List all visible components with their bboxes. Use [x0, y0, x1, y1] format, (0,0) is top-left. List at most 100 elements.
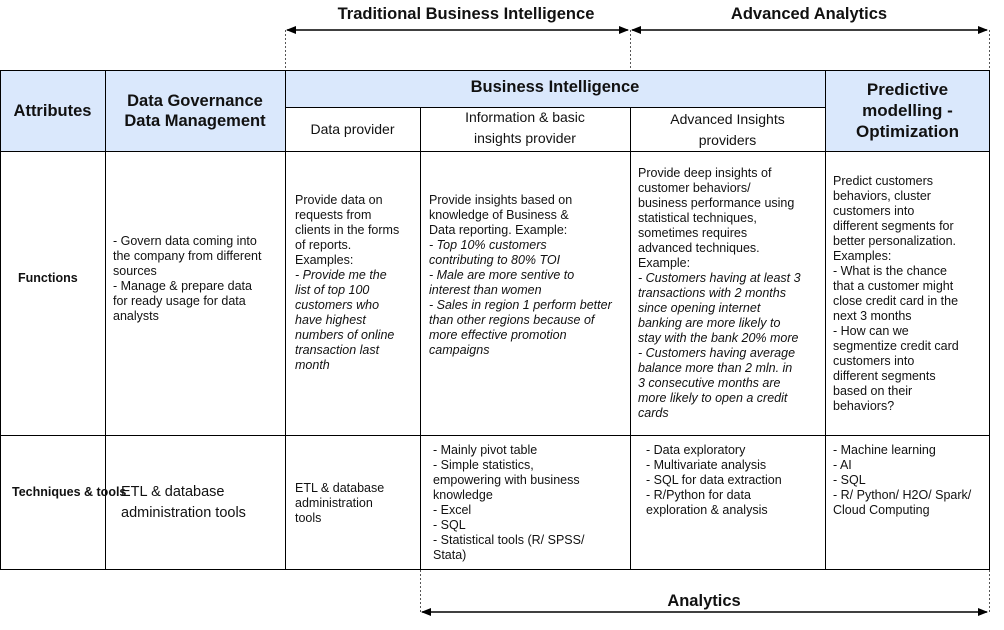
cell-line: - Sales in region 1 perform better — [429, 298, 612, 312]
cell-line: ETL & database — [295, 481, 385, 495]
cell-line: Examples: — [833, 249, 892, 263]
cell-line: - SQL — [433, 518, 466, 532]
cell-line: advanced techniques. — [638, 241, 760, 255]
dashed-guides — [285, 30, 990, 612]
cell-line: customer behaviors/ — [638, 181, 751, 195]
cell-line: - Customers having at least 3 — [638, 271, 801, 285]
data-provider-header: Data provider — [310, 120, 395, 137]
advanced-providers-header: Advanced Insights providers — [670, 111, 785, 148]
cell-line: knowledge — [433, 488, 493, 502]
cell-line: cards — [638, 406, 669, 420]
cell-line: for ready usage for data — [113, 294, 246, 308]
cell-line: - Multivariate analysis — [646, 458, 767, 472]
cell-line: Provide data on — [295, 193, 383, 207]
cell-line: - Customers having average — [638, 346, 796, 360]
cell-line: Provide deep insights of — [638, 166, 772, 180]
cell-line: have highest — [295, 313, 366, 327]
cell-line: - SQL — [833, 473, 866, 487]
cell-line: business performance using — [638, 196, 795, 210]
cell-line: Cloud Computing — [833, 503, 930, 517]
cell-line: - AI — [833, 458, 852, 472]
cell-line: customers into — [833, 204, 915, 218]
cell-line: different segments for — [833, 219, 954, 233]
cell-line: than other regions because of — [429, 313, 595, 327]
cell-line: exploration & analysis — [646, 503, 768, 517]
cell-line: that a customer might — [833, 279, 954, 293]
cell-line: - Male are more sentive to — [429, 268, 575, 282]
cell-line: next 3 months — [833, 309, 912, 323]
cell-line: interest than women — [429, 283, 542, 297]
cell-line: transaction last — [295, 343, 380, 357]
cell-line: month — [295, 358, 330, 372]
cell-line: clients in the forms — [295, 223, 400, 237]
cell-line: empowering with business — [433, 473, 580, 487]
bi-header: Business Intelligence — [470, 77, 640, 96]
cell-line: - Top 10% customers — [429, 238, 547, 252]
cell-line: based on their — [833, 384, 913, 398]
cell-line: sources — [113, 264, 157, 278]
cell-line: 3 consecutive months are — [638, 376, 781, 390]
cell-line: - Govern data coming into — [113, 234, 257, 248]
attributes-header: Attributes — [13, 101, 92, 120]
cell-line: Example: — [638, 256, 691, 270]
techniques-predictive-cell: - Machine learning - AI- SQL- R/ Python/… — [833, 443, 971, 518]
bi-header-fill — [285, 70, 825, 107]
cell-line: - Mainly pivot table — [433, 443, 538, 457]
cell-line: - Manage & prepare data — [113, 279, 252, 293]
analytics-label: Analytics — [667, 592, 741, 610]
traditional-bi-label: Traditional Business Intelligence — [337, 5, 595, 23]
cell-line: - SQL for data extraction — [646, 473, 782, 487]
cell-line: - What is the chance — [833, 264, 947, 278]
cell-line: - Simple statistics, — [433, 458, 534, 472]
cell-line: - How can we — [833, 324, 909, 338]
cell-line: statistical techniques, — [638, 211, 757, 225]
cell-line: customers who — [295, 298, 380, 312]
cell-line: Data reporting. Example: — [429, 223, 568, 237]
predictive-header-fill — [825, 70, 990, 151]
cell-line: behaviors, cluster — [833, 189, 931, 203]
cell-line: Provide insights based on — [429, 193, 573, 207]
predictive-header: Predictive modelling - Optimization — [856, 80, 959, 141]
governance-header: Data Governance Data Management — [124, 91, 266, 130]
cell-line: - Data exploratory — [646, 443, 746, 457]
cell-line: behaviors? — [833, 399, 895, 413]
cell-line: - Excel — [433, 503, 472, 517]
cell-line: Predict customers — [833, 174, 934, 188]
techniques-info-provider-cell: - Mainly pivot table- Simple statistics,… — [433, 443, 584, 563]
table-grid — [0, 70, 990, 570]
cell-line: more likely to open a credit — [638, 391, 788, 405]
cell-line: requests from — [295, 208, 372, 222]
cell-line: campaigns — [429, 343, 490, 357]
techniques-row-label: Techniques & tools — [12, 485, 127, 499]
cell-line: better personalization. — [833, 234, 956, 248]
cell-line: analysts — [113, 309, 159, 323]
info-provider-header: Information & basic insights provider — [465, 109, 585, 146]
cell-line: knowledge of Business & — [429, 208, 569, 222]
cell-line: tools — [295, 511, 322, 525]
cell-line: Examples: — [295, 253, 354, 267]
governance-header-fill — [105, 70, 285, 151]
techniques-advanced-providers-cell: - Data exploratory- Multivariate analysi… — [646, 443, 782, 518]
cell-line: of reports. — [295, 238, 352, 252]
cell-line: since opening internet — [638, 301, 761, 315]
cell-line: list of top 100 — [295, 283, 370, 297]
cell-line: different segments — [833, 369, 936, 383]
cell-line: contributing to 80% TOI — [429, 253, 561, 267]
cell-line: administration — [295, 496, 373, 510]
cell-line: - Provide me the — [295, 268, 387, 282]
cell-line: - R/Python for data — [646, 488, 751, 502]
techniques-governance-cell: ETL & database administration tools — [121, 484, 246, 521]
cell-line: customers into — [833, 354, 915, 368]
cell-line: banking are more likely to — [638, 316, 781, 330]
cell-line: numbers of online — [295, 328, 395, 342]
cell-line: - Machine learning — [833, 443, 936, 457]
cell-line: - Statistical tools (R/ SPSS/ — [433, 533, 585, 547]
advanced-analytics-label: Advanced Analytics — [730, 5, 888, 23]
